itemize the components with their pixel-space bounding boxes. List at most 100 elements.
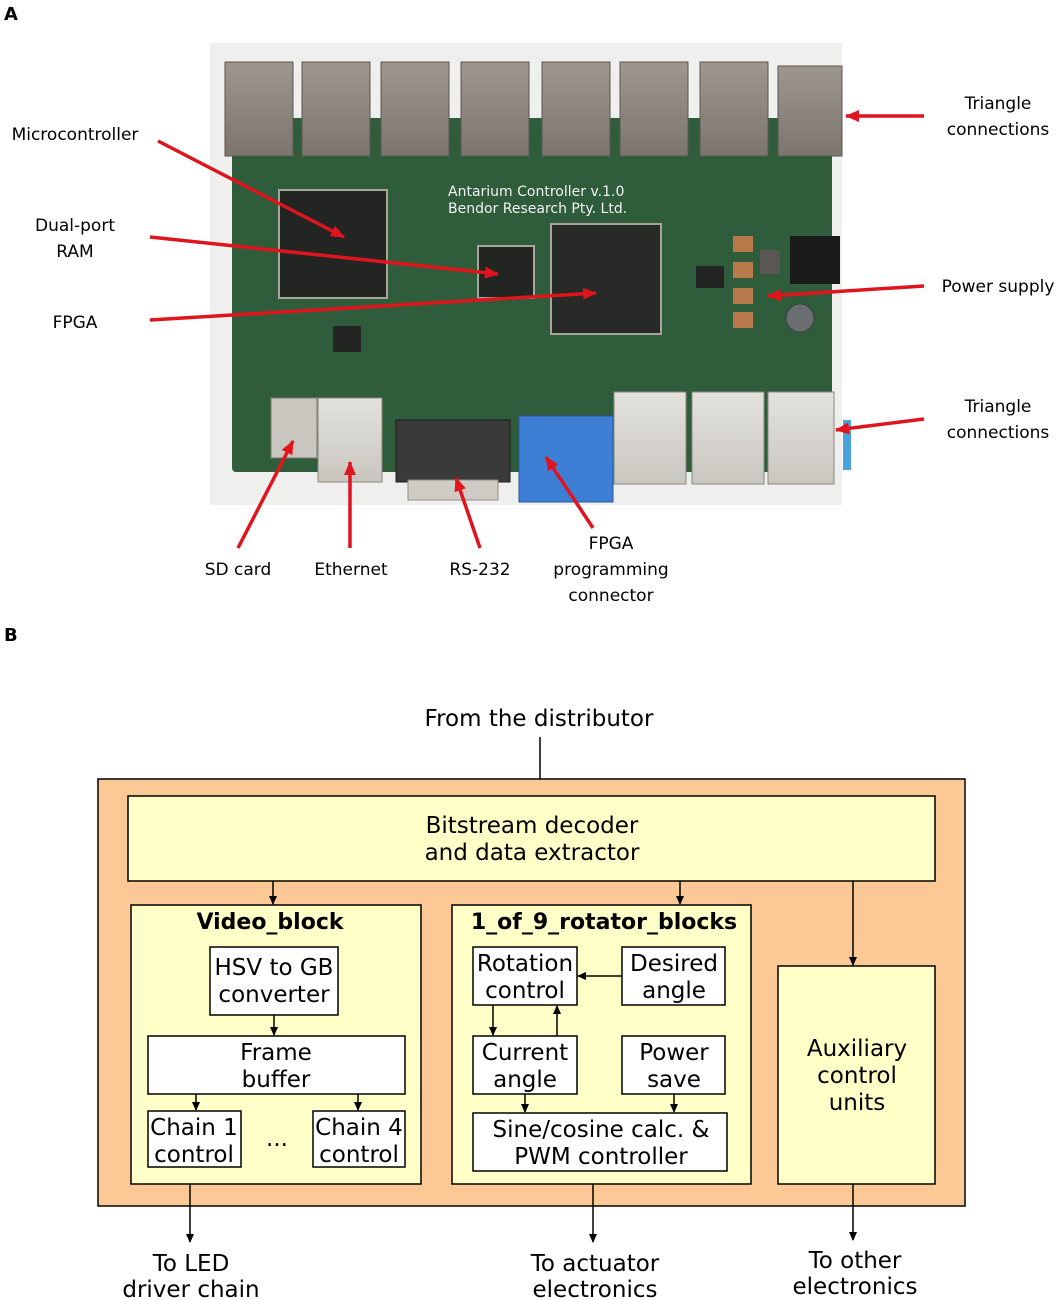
sine-line1: Sine/cosine calc. & xyxy=(493,1117,710,1143)
frame-line2: buffer xyxy=(242,1067,311,1093)
rs232-body xyxy=(395,419,511,483)
arrow-rs232 xyxy=(454,477,482,549)
board-silkscreen-line2: Bendor Research Pty. Ltd. xyxy=(448,201,627,217)
chain4-box xyxy=(312,1110,406,1168)
frame-buffer-box xyxy=(147,1035,406,1095)
jack-top-5 xyxy=(541,61,611,157)
arrow-triangle-bottom xyxy=(835,417,925,435)
label-triangle-top-line1: Triangle xyxy=(964,94,1032,114)
rs232-shell xyxy=(407,479,499,501)
microcontroller-chip xyxy=(278,189,388,299)
pcb-photo: Antarium Controller v.1.0 Bendor Researc… xyxy=(210,43,851,505)
output-actuator-line1: To actuator xyxy=(530,1251,660,1277)
label-fpga-prog-line1: FPGA xyxy=(589,534,634,554)
electrolytic-cap xyxy=(785,303,815,333)
callout-labels: Microcontroller Dual-port RAM FPGA Trian… xyxy=(12,94,1055,606)
jack-top-1 xyxy=(224,61,294,157)
jack-top-7 xyxy=(699,61,769,157)
chain4-line1: Chain 4 xyxy=(315,1115,403,1141)
label-dual-port-line1: Dual-port xyxy=(35,216,115,236)
sd-card-slot xyxy=(270,397,318,459)
rotation-line2: control xyxy=(485,978,565,1004)
power-supply-components xyxy=(733,236,840,333)
frame-line1: Frame xyxy=(240,1040,312,1066)
jack-top-3 xyxy=(380,61,450,157)
arrow-fpga xyxy=(149,287,597,322)
label-fpga-prog-line2: programming xyxy=(553,560,668,580)
aux-line2: control xyxy=(817,1063,897,1089)
chain1-box xyxy=(147,1110,242,1168)
hsv-line2: converter xyxy=(218,982,330,1008)
arrow-fpga-prog xyxy=(544,456,595,529)
power-save-box xyxy=(621,1035,726,1095)
panel-a-letter: A xyxy=(4,4,18,25)
output-actuator-line2: electronics xyxy=(533,1277,658,1300)
panel-b-letter: B xyxy=(4,625,18,646)
arrow-sd-card xyxy=(236,440,295,549)
label-triangle-top-line2: connections xyxy=(947,120,1050,140)
label-fpga: FPGA xyxy=(53,313,98,333)
aux-line1: Auxiliary xyxy=(807,1036,907,1062)
jack-bottom-1 xyxy=(613,391,687,485)
current-line2: angle xyxy=(493,1067,557,1093)
aux-line3: units xyxy=(829,1090,886,1116)
power-line2: save xyxy=(647,1067,701,1093)
label-microcontroller: Microcontroller xyxy=(12,125,139,145)
jack-top-2 xyxy=(301,61,371,157)
current-line1: Current xyxy=(482,1040,568,1066)
blue-tab xyxy=(843,420,851,470)
chain-ellipsis: ... xyxy=(266,1126,288,1152)
jack-bottom-2 xyxy=(691,391,765,485)
current-angle-box xyxy=(472,1035,578,1095)
label-triangle-bottom-line1: Triangle xyxy=(964,397,1032,417)
capacitor-3 xyxy=(733,288,753,304)
small-chip xyxy=(333,326,361,352)
decoder-box xyxy=(127,795,936,882)
small-chip-2 xyxy=(696,266,724,288)
label-power-supply: Power supply xyxy=(942,277,1055,297)
decoder-line2: and data extractor xyxy=(425,840,640,866)
arrow-dual-port-ram xyxy=(149,235,499,279)
output-led-line1: To LED xyxy=(152,1251,230,1277)
bottom-jacks xyxy=(613,391,835,485)
label-triangle-bottom-line2: connections xyxy=(947,423,1050,443)
jack-top-6 xyxy=(619,61,689,157)
jack-top-4 xyxy=(460,61,530,157)
video-block: Video_block HSV to GB converter Frame bu… xyxy=(130,904,422,1185)
output-other-line1: To other xyxy=(808,1248,902,1274)
sine-pwm-box xyxy=(472,1112,728,1172)
fpga-chip xyxy=(550,223,662,335)
label-fpga-prog-line3: connector xyxy=(568,586,653,606)
rotator-block-title: 1_of_9_rotator_blocks xyxy=(471,910,737,935)
sine-line2: PWM controller xyxy=(514,1144,688,1170)
arrow-power-supply xyxy=(767,284,925,302)
desired-line2: angle xyxy=(642,978,706,1004)
video-block-title: Video_block xyxy=(196,910,344,935)
dc-jack xyxy=(790,236,840,284)
rs232-connector xyxy=(395,419,511,501)
top-jacks xyxy=(224,61,843,157)
output-other-line2: electronics xyxy=(793,1274,918,1300)
output-led-line2: driver chain xyxy=(122,1277,259,1300)
board-silkscreen-line1: Antarium Controller v.1.0 xyxy=(448,184,624,200)
chain4-line2: control xyxy=(319,1142,399,1168)
label-dual-port-line2: RAM xyxy=(56,242,93,262)
capacitor-2 xyxy=(733,262,753,278)
hsv-line1: HSV to GB xyxy=(215,955,334,981)
label-sd-card: SD card xyxy=(205,560,272,580)
rotator-block: 1_of_9_rotator_blocks Rotation control D… xyxy=(451,904,752,1185)
label-rs232: RS-232 xyxy=(449,560,510,580)
jack-bottom-3 xyxy=(767,391,835,485)
desired-angle-box xyxy=(621,946,726,1006)
inductor xyxy=(760,250,780,274)
power-line1: Power xyxy=(639,1040,709,1066)
chain1-line2: control xyxy=(154,1142,234,1168)
rotation-line1: Rotation xyxy=(477,951,573,977)
jack-top-8 xyxy=(777,65,843,157)
capacitor-4 xyxy=(733,312,753,328)
label-ethernet: Ethernet xyxy=(314,560,388,580)
decoder-line1: Bitstream decoder xyxy=(426,813,639,839)
input-label: From the distributor xyxy=(425,706,654,732)
capacitor-1 xyxy=(733,236,753,252)
chain1-line1: Chain 1 xyxy=(150,1115,238,1141)
